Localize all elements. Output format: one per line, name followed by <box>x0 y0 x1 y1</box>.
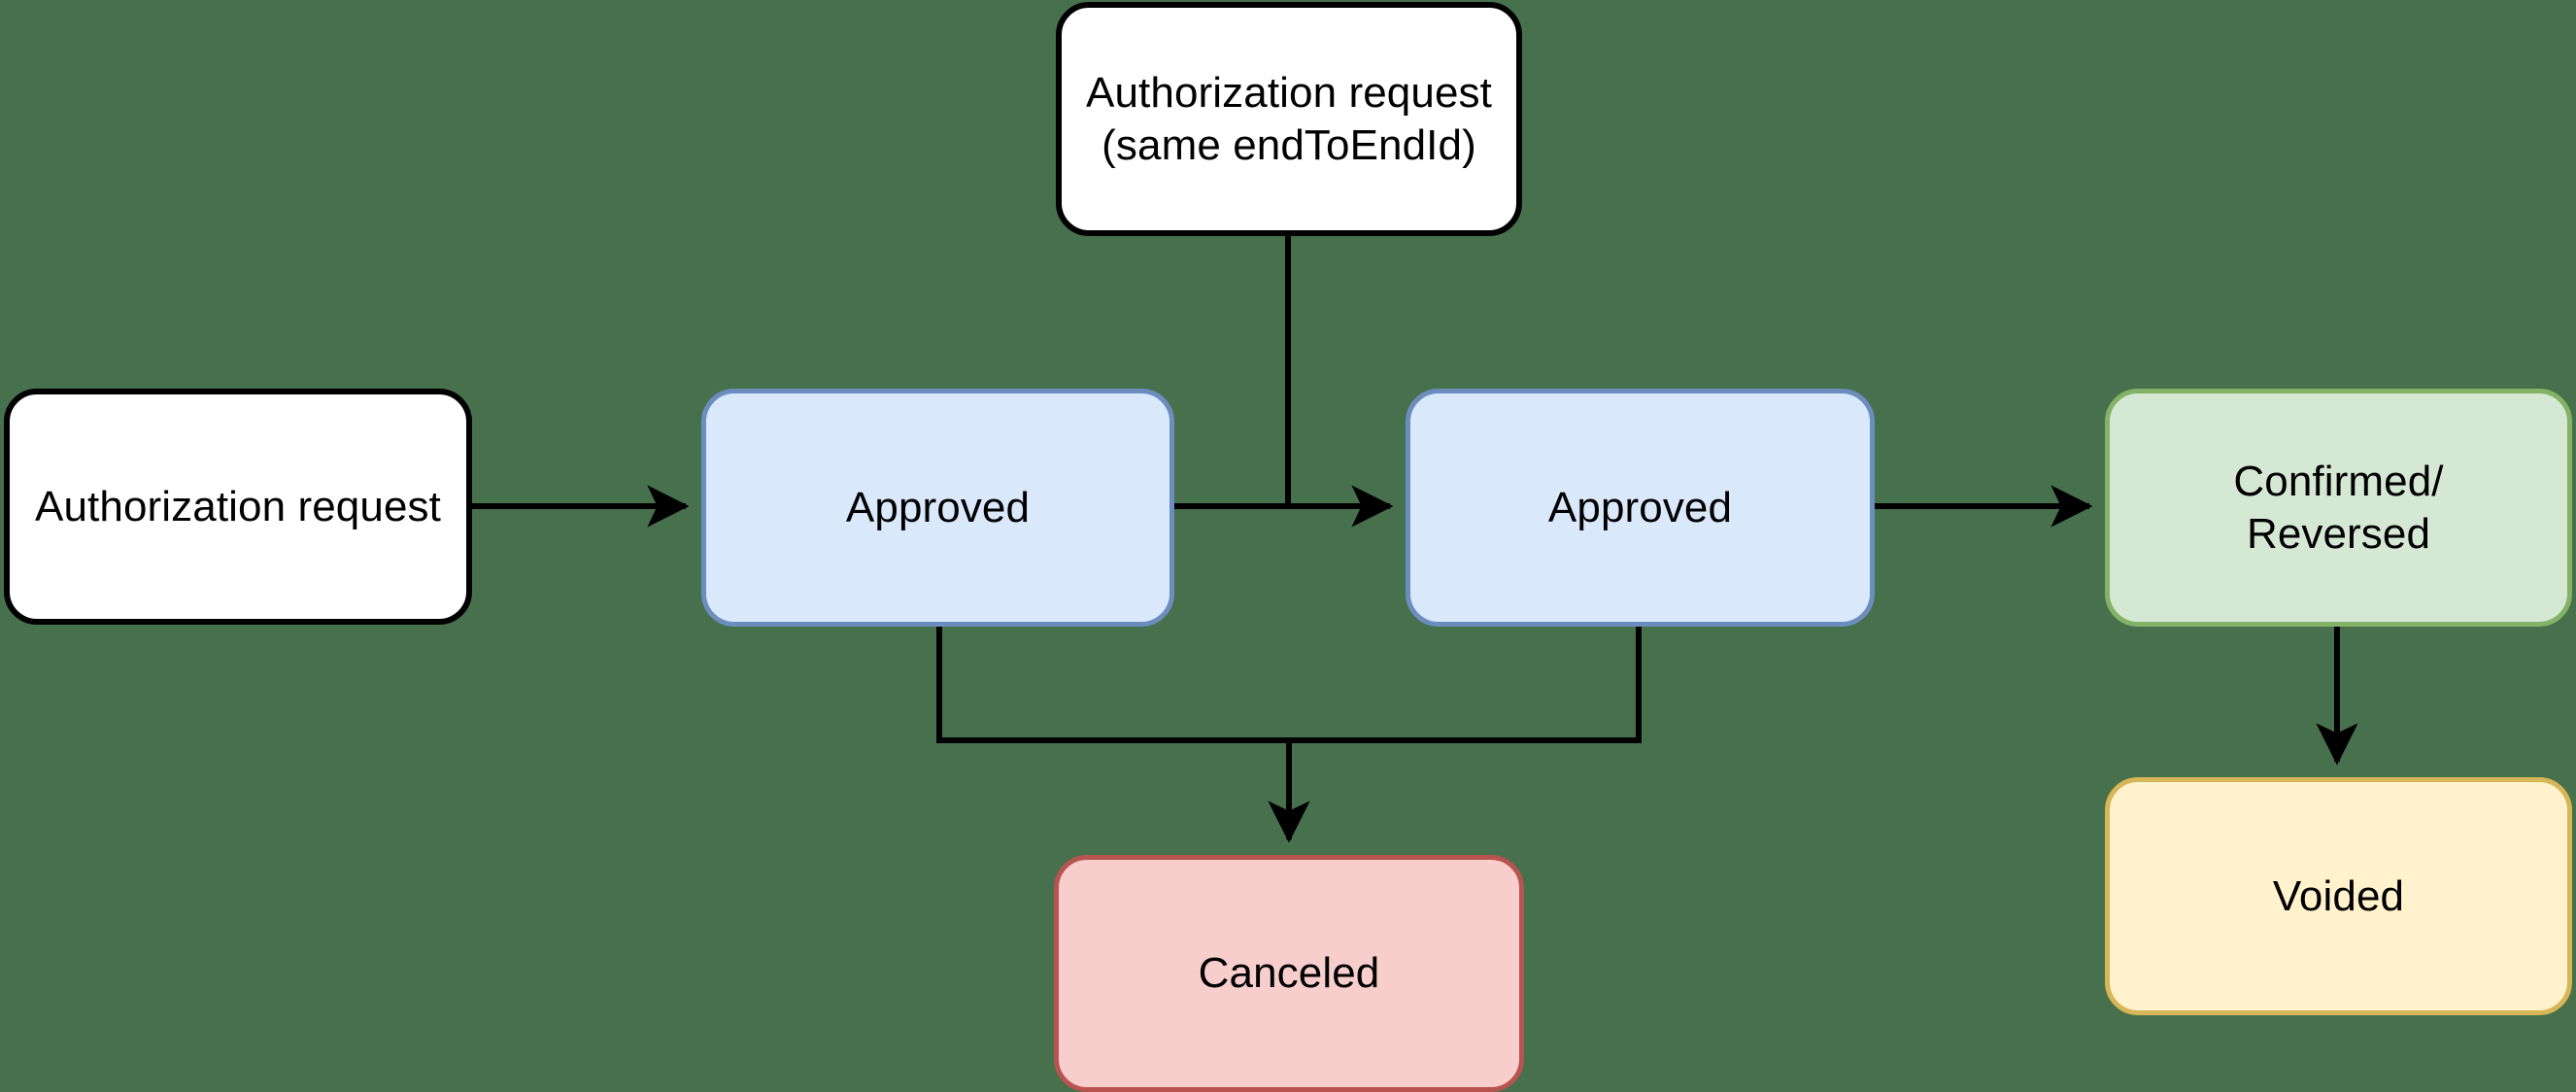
confirmed-reversed-node-label: Confirmed/ Reversed <box>2233 457 2444 558</box>
voided-node[interactable]: Voided <box>2105 777 2572 1015</box>
approved-first-node[interactable]: Approved <box>701 389 1174 627</box>
authorization-request-node-label: Authorization request <box>35 482 441 530</box>
authorization-request-node[interactable]: Authorization request <box>4 389 472 625</box>
voided-node-label: Voided <box>2272 871 2405 920</box>
approved-first-node-label: Approved <box>845 483 1031 531</box>
approved-second-node-label: Approved <box>1547 483 1733 531</box>
confirmed-reversed-node[interactable]: Confirmed/ Reversed <box>2105 389 2572 627</box>
edge-approved-second-to-canceled <box>1289 627 1642 743</box>
authorization-request-duplicate-node-label: Authorization request (same endToEndId) <box>1086 68 1492 169</box>
edge-approved-first-to-canceled <box>936 627 1310 843</box>
canceled-node[interactable]: Canceled <box>1054 855 1524 1092</box>
approved-second-node[interactable]: Approved <box>1406 389 1875 627</box>
authorization-request-duplicate-node[interactable]: Authorization request (same endToEndId) <box>1056 2 1522 236</box>
canceled-node-label: Canceled <box>1198 949 1380 998</box>
